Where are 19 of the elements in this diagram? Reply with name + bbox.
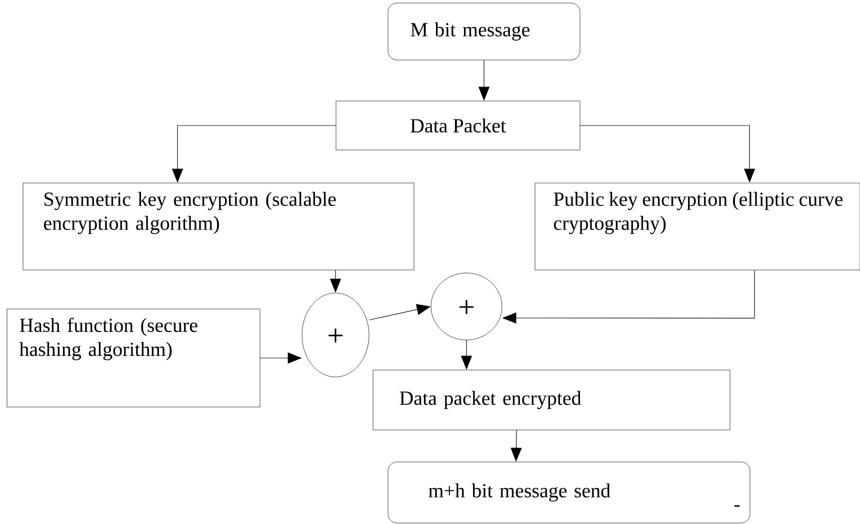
box-label: Symmetric key encryption (scalable encryption algorithm)	[44, 192, 336, 234]
terminal-box	[388, 462, 750, 524]
process-box	[534, 182, 860, 270]
process-box	[372, 370, 730, 430]
sum-circle	[430, 272, 502, 340]
process-box	[22, 182, 414, 270]
plus-sign: +	[460, 300, 474, 314]
terminal-box	[388, 2, 580, 60]
box-label: Hash function (secure hashing algorithm)	[19, 318, 198, 360]
process-box	[6, 308, 260, 408]
process-box	[336, 100, 580, 150]
sum-circle	[302, 292, 370, 378]
box-label: m+h bit message send	[428, 483, 610, 502]
box-label: Data packet encrypted	[400, 390, 582, 410]
plus-sign: +	[328, 328, 342, 342]
box-label: Public key encryption (elliptic curve cryptography)	[554, 192, 843, 234]
box-label: M bit message	[410, 22, 530, 41]
box-label: Data Packet	[410, 118, 506, 133]
stray-mark: -	[734, 505, 740, 507]
